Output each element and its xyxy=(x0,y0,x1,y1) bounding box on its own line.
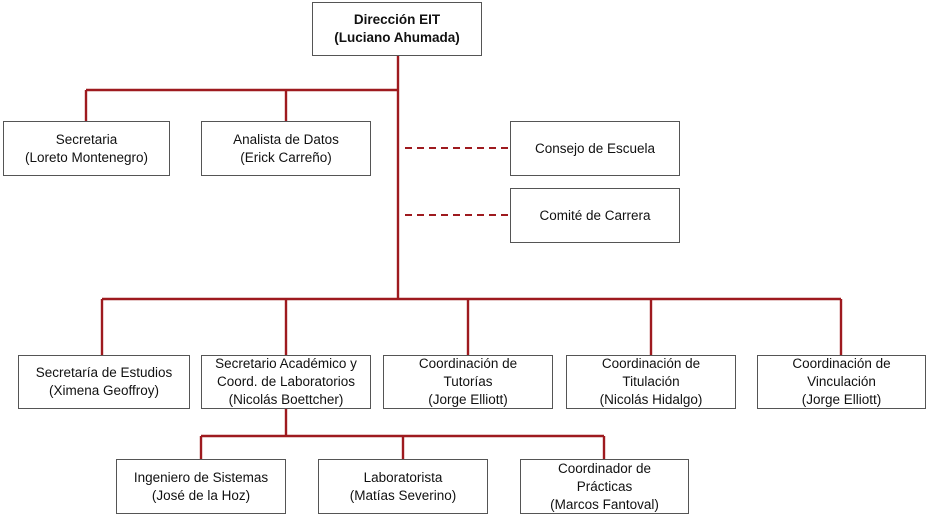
unit-line: Titulación xyxy=(622,374,680,389)
staff-role: Analista de Datos xyxy=(233,131,339,147)
unit-line: Coord. de Laboratorios xyxy=(216,374,356,389)
advisory-box-comite: Comité de Carrera xyxy=(510,188,680,243)
subunit-line: Prácticas xyxy=(576,478,633,494)
unit-line: Vinculación xyxy=(807,374,876,389)
unit-person: (Jorge Elliott) xyxy=(428,392,508,407)
advisory-label: Comité de Carrera xyxy=(539,207,651,223)
subunit-line: Laboratorista xyxy=(363,469,443,485)
subunit-person: (Matías Severino) xyxy=(349,487,457,503)
unit-line: Coordinación de xyxy=(418,356,518,371)
subunit-line: Ingeniero de Sistemas xyxy=(133,469,269,485)
unit-person: (Jorge Elliott) xyxy=(801,392,882,407)
subunit-box-ingeniero-sistemas: Ingeniero de Sistemas (José de la Hoz) xyxy=(116,459,286,514)
director-title: Dirección EIT xyxy=(353,12,441,27)
director-name: (Luciano Ahumada) xyxy=(334,30,460,45)
unit-box-secretario-academico: Secretario Académico y Coord. de Laborat… xyxy=(201,355,371,409)
subunit-line: Coordinador de xyxy=(557,460,652,476)
unit-person: (Ximena Geoffroy) xyxy=(48,383,160,398)
unit-box-secretaria-estudios: Secretaría de Estudios (Ximena Geoffroy) xyxy=(18,355,190,409)
director-box: Dirección EIT (Luciano Ahumada) xyxy=(312,2,482,56)
unit-person: (Nicolás Boettcher) xyxy=(228,392,344,407)
staff-box-secretaria: Secretaria (Loreto Montenegro) xyxy=(3,121,170,176)
unit-box-tutorias: Coordinación de Tutorías (Jorge Elliott) xyxy=(383,355,553,409)
unit-box-vinculacion: Coordinación de Vinculación (Jorge Ellio… xyxy=(757,355,926,409)
subunit-box-laboratorista: Laboratorista (Matías Severino) xyxy=(318,459,488,514)
unit-line: Tutorías xyxy=(443,374,493,389)
advisory-box-consejo: Consejo de Escuela xyxy=(510,121,680,176)
staff-person: (Erick Carreño) xyxy=(240,149,332,165)
staff-person: (Loreto Montenegro) xyxy=(24,149,149,165)
subunit-person: (Marcos Fantoval) xyxy=(550,496,659,512)
subunit-person: (José de la Hoz) xyxy=(151,487,251,503)
unit-person: (Nicolás Hidalgo) xyxy=(599,392,703,407)
unit-line: Coordinación de xyxy=(601,356,701,371)
advisory-label: Consejo de Escuela xyxy=(534,140,656,156)
unit-box-titulacion: Coordinación de Titulación (Nicolás Hida… xyxy=(566,355,736,409)
staff-role: Secretaria xyxy=(55,131,118,147)
staff-box-analista: Analista de Datos (Erick Carreño) xyxy=(201,121,371,176)
subunit-box-coordinador-practicas: Coordinador de Prácticas (Marcos Fantova… xyxy=(520,459,689,514)
unit-line: Secretaría de Estudios xyxy=(35,365,173,380)
unit-line: Coordinación de xyxy=(792,356,891,371)
unit-line: Secretario Académico y xyxy=(215,356,357,371)
